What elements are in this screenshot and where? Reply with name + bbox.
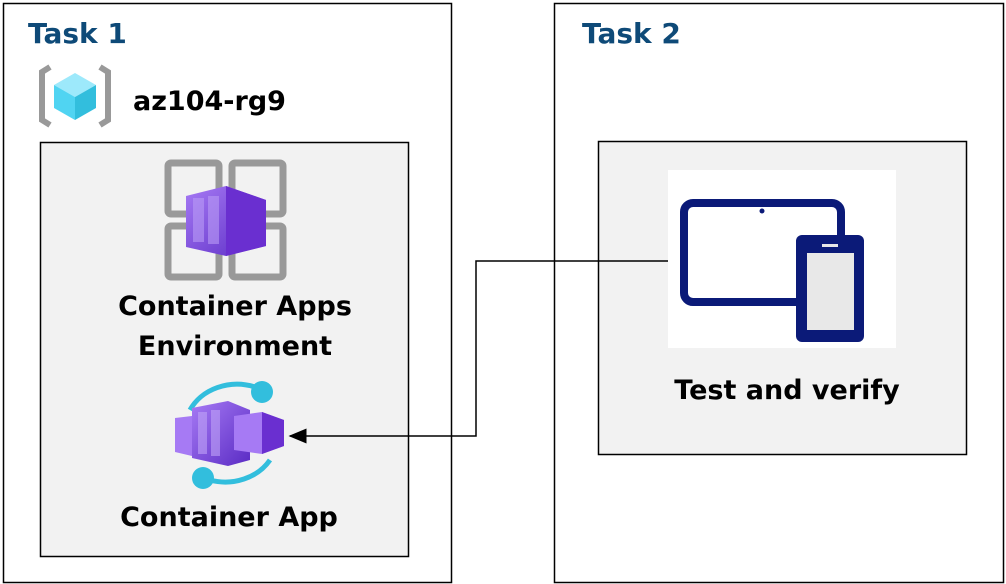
container-app-label: Container App bbox=[120, 502, 338, 533]
environment-label-line2: Environment bbox=[138, 331, 332, 362]
test-label: Test and verify bbox=[674, 375, 900, 406]
environment-label-line1: Container Apps bbox=[118, 291, 352, 322]
resource-group-name: az104-rg9 bbox=[133, 86, 286, 117]
connector-arrow bbox=[288, 260, 668, 444]
resource-group-icon bbox=[39, 64, 111, 128]
container-apps-environment-icon bbox=[164, 159, 287, 281]
container-app-icon bbox=[175, 381, 284, 489]
task1-title: Task 1 bbox=[28, 17, 127, 50]
task2-title: Task 2 bbox=[582, 17, 681, 50]
devices-icon bbox=[680, 199, 864, 342]
